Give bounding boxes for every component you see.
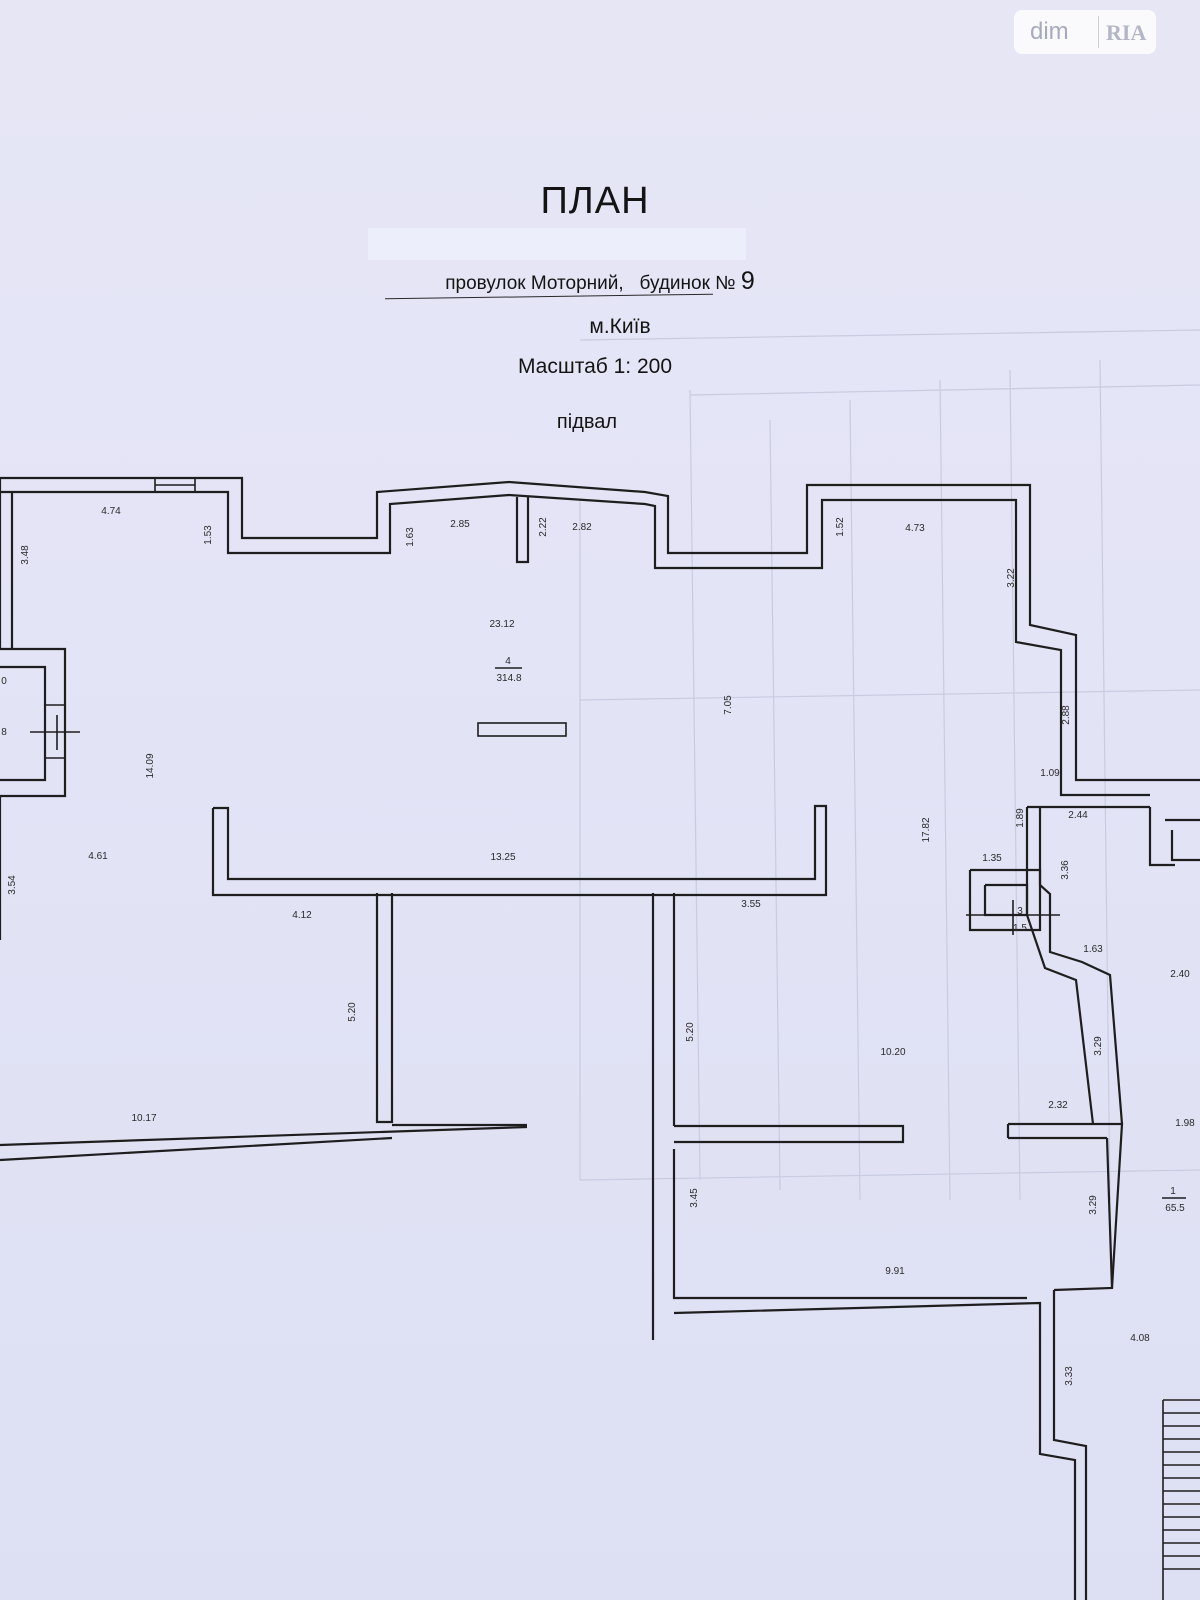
dim-label: 1.63: [405, 527, 416, 547]
dim-label: 4.74: [101, 506, 121, 517]
address-house-label: будинок №: [639, 273, 736, 294]
dim-label: 2.88: [1061, 705, 1072, 725]
dim-label: 2.40: [1170, 969, 1190, 980]
plan-title: ПЛАН: [540, 180, 650, 222]
address-street: провулок Моторний,: [445, 273, 624, 294]
dim-label: 1.53: [203, 525, 214, 545]
dim-label: 2.22: [538, 517, 549, 537]
dim-label: 4.12: [292, 910, 312, 921]
walls: [0, 476, 1200, 1600]
dim-label: 8: [1, 727, 7, 738]
room-1-area: 65.5: [1165, 1203, 1185, 1214]
dim-label: 3.33: [1064, 1366, 1075, 1386]
dim-label: 10.17: [131, 1113, 156, 1124]
dim-label: 4.73: [905, 523, 925, 534]
dim-label: 7.05: [723, 695, 734, 715]
dim-label: 5.20: [347, 1002, 358, 1022]
dim-label: 2.82: [572, 522, 592, 533]
dim-label: 3.29: [1088, 1195, 1099, 1215]
dim-label: 3.54: [7, 875, 18, 895]
dim-label: 13.25: [490, 852, 515, 863]
dim-label: 2.32: [1048, 1100, 1068, 1111]
dim-label: 1.89: [1015, 808, 1026, 828]
dim-label: 1.63: [1083, 944, 1103, 955]
scale-label: Масштаб 1: 200: [517, 355, 673, 378]
dim-label: 1.52: [835, 517, 846, 537]
dim-label: 3.36: [1060, 860, 1071, 880]
dim-label: 3.48: [20, 545, 31, 565]
dim-ria-logo[interactable]: dim RIA: [1014, 10, 1156, 54]
room-4-area: 314.8: [496, 673, 521, 684]
dim-label: 1.09: [1040, 768, 1060, 779]
address-house-number: 9: [740, 267, 755, 295]
dim-label: 14.09: [145, 753, 156, 778]
room-3-area: 1.5: [1013, 923, 1027, 934]
dim-label: 1.35: [982, 853, 1002, 864]
dim-label: 2.44: [1068, 810, 1088, 821]
dim-label: 3.45: [689, 1188, 700, 1208]
dim-label: 9.91: [885, 1266, 905, 1277]
staircase: [1162, 1399, 1200, 1600]
show-through-table: [579, 329, 1200, 1201]
dim-label: 4.61: [88, 851, 108, 862]
floor-label: підвал: [556, 411, 618, 433]
room-1-number: 1: [1170, 1186, 1176, 1197]
dim-label: 1.98: [1175, 1118, 1195, 1129]
dim-label: 5.20: [685, 1022, 696, 1042]
dim-label: 0: [1, 676, 7, 687]
address-line: провулок Моторний, будинок № 9: [0, 267, 1200, 296]
dim-label: 23.12: [489, 619, 514, 630]
dim-label: 10.20: [880, 1047, 905, 1058]
logo-ria-text: RIA: [1106, 20, 1147, 45]
dim-label: 3.29: [1093, 1036, 1104, 1056]
logo-divider: [1098, 16, 1099, 48]
room-4-number: 4: [505, 656, 511, 667]
dim-label: 2.85: [450, 519, 470, 530]
dim-label: 3.22: [1006, 568, 1017, 588]
room-3-number: 3: [1017, 906, 1023, 917]
logo-dim-text: dim: [1030, 18, 1069, 45]
redacted-line: [368, 228, 746, 260]
dim-label: 17.82: [921, 817, 932, 842]
dim-label: 3.55: [741, 899, 761, 910]
city: м.Київ: [589, 315, 651, 338]
dim-label: 4.08: [1130, 1333, 1150, 1344]
